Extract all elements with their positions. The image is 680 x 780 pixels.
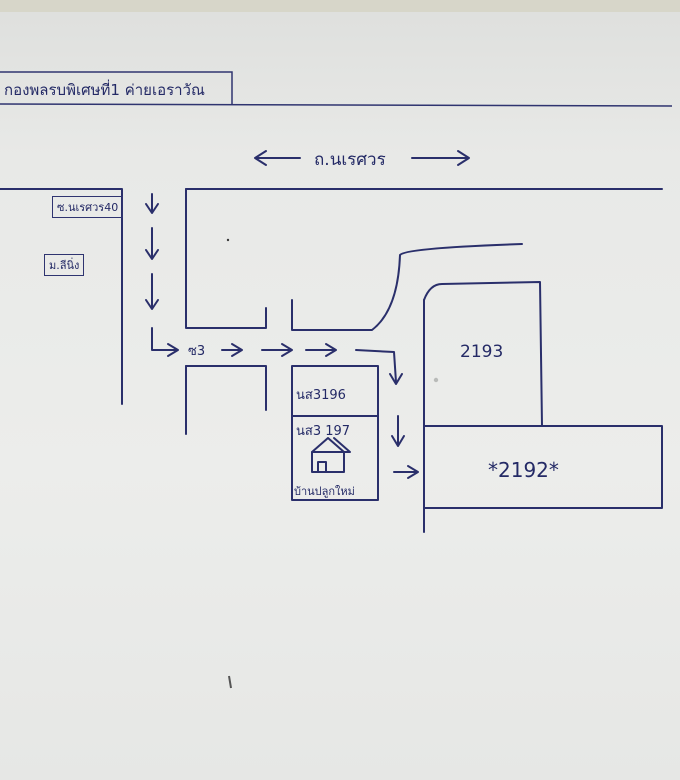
paper-mark <box>228 675 232 689</box>
header-title: กองพลรบพิเศษที่1 ค่ายเอราวัณ <box>4 81 205 99</box>
photo-edge <box>0 0 680 12</box>
lot-2192-outline <box>423 425 663 509</box>
new-house-label: บ้านปลูกใหม่ <box>294 485 355 498</box>
side-tag: ม.ลีนิ่ง <box>44 254 85 276</box>
arrow-right-icon <box>411 150 470 166</box>
paper-mark <box>433 377 439 383</box>
nso3197-label: นส3 197 <box>296 424 351 439</box>
header-box <box>0 71 233 104</box>
soi3-label: ซ3 <box>188 344 206 359</box>
arrow-right-icon <box>305 343 337 357</box>
arrow-down-icon <box>145 273 159 310</box>
lot-2192-label: *2192* <box>488 458 559 482</box>
house-icon <box>311 437 351 473</box>
arrow-right-icon <box>261 343 293 357</box>
lot-2193-label: 2193 <box>460 342 504 362</box>
arrow-down-icon <box>391 415 405 447</box>
arrow-left-icon <box>254 150 301 166</box>
road-edge-left <box>0 188 123 405</box>
arrow-down-icon <box>355 349 403 385</box>
arrow-right-icon <box>393 465 419 479</box>
ink-dot <box>226 238 230 242</box>
arrow-down-icon <box>145 227 159 260</box>
nso3196-label: นส3196 <box>296 388 346 403</box>
lot-2193-outline <box>423 281 543 427</box>
header-underline <box>0 103 673 107</box>
road-curve <box>291 243 523 331</box>
arrow-right-icon <box>221 343 243 357</box>
block-lower-left-top <box>185 365 267 411</box>
block-upper-left <box>185 188 267 329</box>
arrow-right-icon <box>151 327 179 357</box>
arrow-down-icon <box>145 193 159 214</box>
soi-naresuan-tag: ซ.นเรศวร40 <box>52 196 124 218</box>
road-name: ถ.นเรศวร <box>314 150 386 170</box>
plot-outline <box>291 365 379 501</box>
